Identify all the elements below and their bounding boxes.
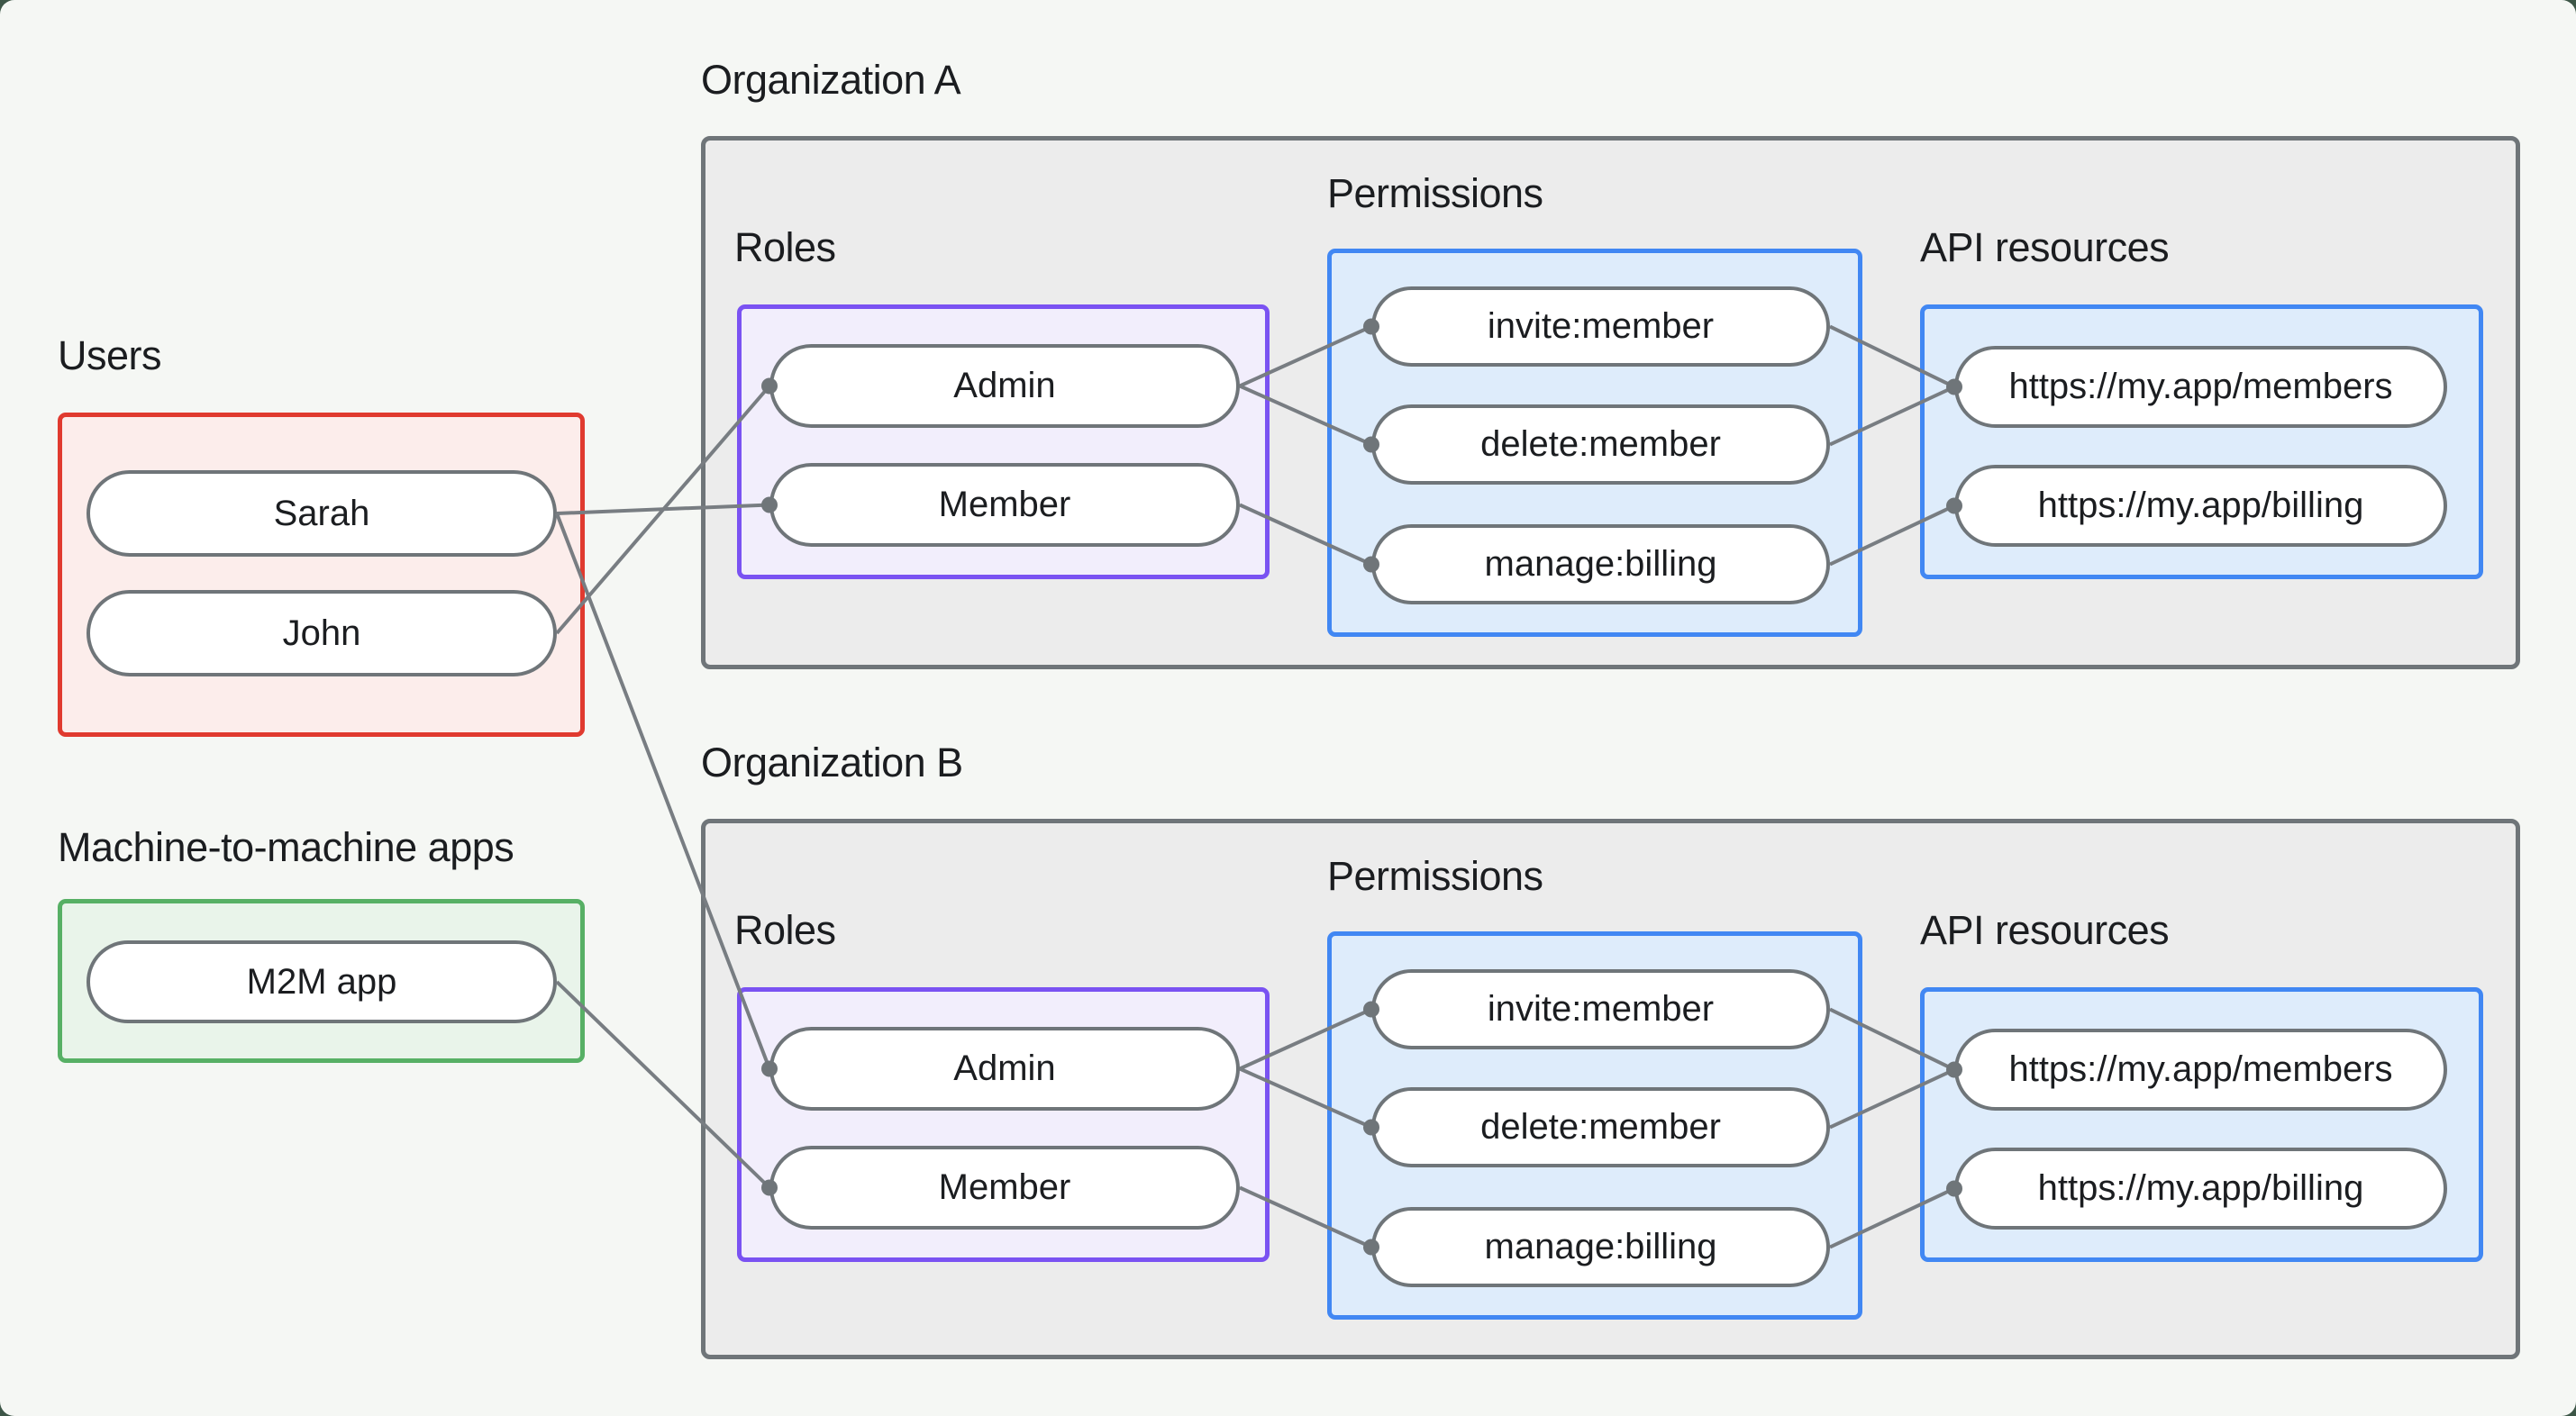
org-b-admin-pill: Admin bbox=[769, 1027, 1240, 1111]
org-a-member-pill: Member bbox=[769, 463, 1240, 547]
org-b-roles-label: Roles bbox=[734, 907, 836, 953]
org-b-api-label: API resources bbox=[1920, 907, 2170, 953]
users-box bbox=[58, 413, 585, 737]
org-a-admin-pill: Admin bbox=[769, 344, 1240, 428]
org-a-manage-pill: manage:billing bbox=[1371, 524, 1830, 604]
org-a-api-label: API resources bbox=[1920, 224, 2170, 270]
org-b-billing-api-pill: https://my.app/billing bbox=[1954, 1148, 2447, 1230]
john-pill: John bbox=[86, 590, 557, 676]
org-b-permissions-label: Permissions bbox=[1327, 853, 1543, 899]
org-a-invite-pill: invite:member bbox=[1371, 286, 1830, 367]
org-b-delete-pill: delete:member bbox=[1371, 1087, 1830, 1167]
m2m-label: Machine-to-machine apps bbox=[58, 824, 514, 870]
org-a-delete-pill: delete:member bbox=[1371, 404, 1830, 485]
org-a-roles-label: Roles bbox=[734, 224, 836, 270]
sarah-pill: Sarah bbox=[86, 470, 557, 557]
org-a-members-api-pill: https://my.app/members bbox=[1954, 346, 2447, 428]
m2m-app-pill: M2M app bbox=[86, 940, 557, 1023]
org-a-billing-api-pill: https://my.app/billing bbox=[1954, 465, 2447, 547]
org-b-title: Organization B bbox=[701, 740, 963, 785]
org-a-permissions-label: Permissions bbox=[1327, 170, 1543, 216]
org-b-member-pill: Member bbox=[769, 1146, 1240, 1230]
org-b-members-api-pill: https://my.app/members bbox=[1954, 1029, 2447, 1111]
org-a-title: Organization A bbox=[701, 57, 961, 103]
org-b-manage-pill: manage:billing bbox=[1371, 1207, 1830, 1287]
users-label: Users bbox=[58, 332, 162, 378]
org-b-invite-pill: invite:member bbox=[1371, 969, 1830, 1049]
